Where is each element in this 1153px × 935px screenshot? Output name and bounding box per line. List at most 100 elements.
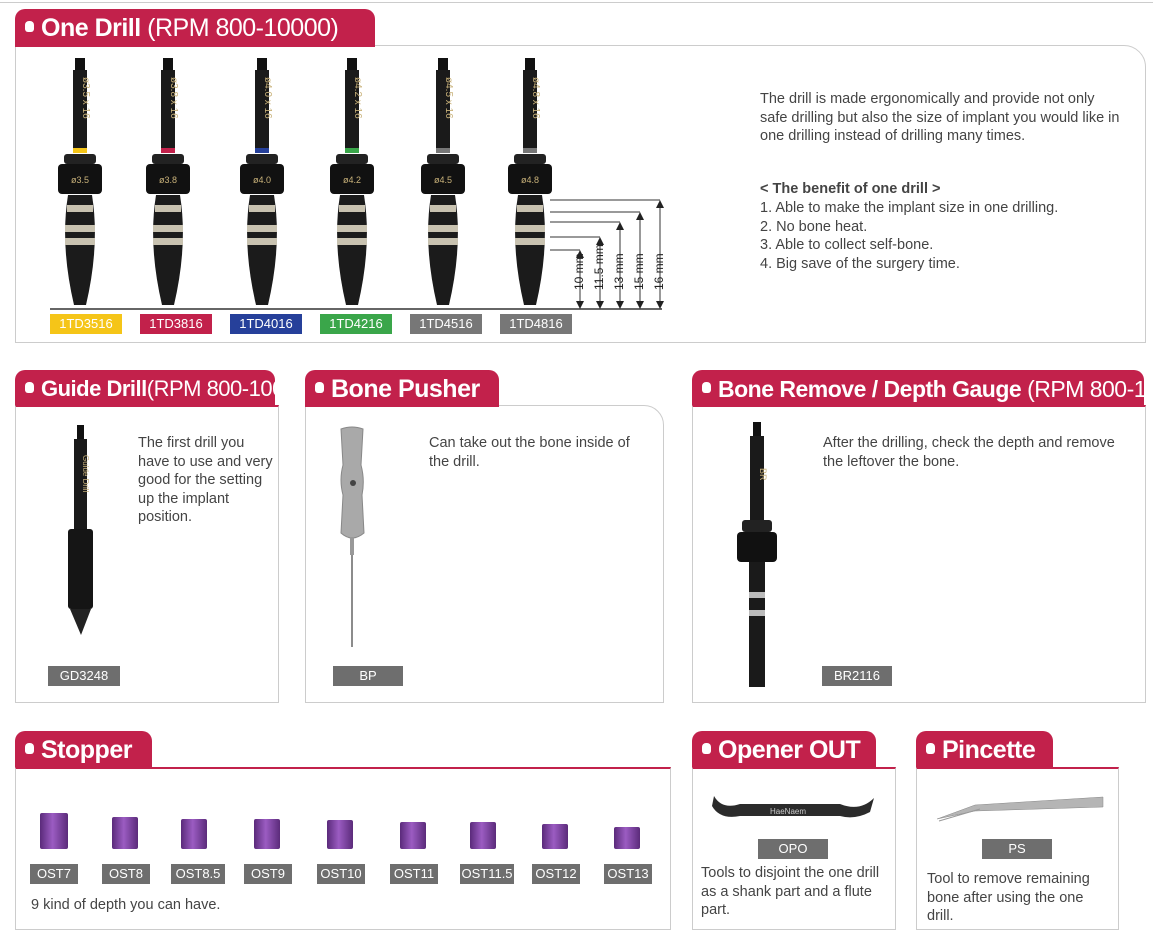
drill-image: ø4.2 x 16 ø4.2 [330,58,374,305]
guide-drill-description: The first drill you have to use and very… [138,435,273,525]
guide-drill-panel [15,405,279,703]
opener-image: HaeNaem [712,796,874,818]
section-title: Pincette [942,736,1036,764]
drill-code: 1TD4516 [410,314,482,334]
tooth-icon [25,382,34,393]
shaft-label: BR [758,468,768,481]
drill-collar-label: ø3.5 [71,175,89,185]
stopper-image [327,820,353,849]
rpm-range: (RPM 800-10000) [1027,376,1153,402]
section-title: Guide Drill [41,376,147,401]
rpm-range: (RPM 800-10000) [147,14,339,42]
top-divider [0,2,1153,3]
stopper-image [470,822,496,849]
rpm-range: (RPM 800-1000) [146,376,303,401]
drill-code: 1TD4216 [320,314,392,334]
drill-color-ring [523,148,537,153]
stopper-image [181,819,207,849]
benefit-item: 4. Big save of the surgery time. [760,255,960,272]
stopper-code: OST7 [30,864,78,884]
bone-remove-image: BR [737,422,777,687]
stopper-image [40,813,68,849]
opener-header: Opener OUT [692,731,876,767]
section-title: One Drill [41,14,141,42]
pincette-header: Pincette [916,731,1053,767]
depth-label: 10 mm [572,253,586,290]
benefit-list: 1. Able to make the implant size in one … [760,199,1130,273]
drill-code: 1TD3816 [140,314,212,334]
stopper-image [254,819,280,849]
drill-shaft-label: ø4.5 x 16 [443,77,454,119]
stopper-description: 9 kind of depth you can have. [31,897,221,913]
drill-collar-label: ø4.2 [343,175,361,185]
tooth-icon [702,743,711,754]
stopper-code: OST9 [244,864,292,884]
drill-code: 1TD3516 [50,314,122,334]
stopper-image [400,822,426,849]
drill-image: ø3.5 x 16 ø3.5 [58,58,102,305]
drill-collar-label: ø4.5 [434,175,452,185]
benefit-title: < The benefit of one drill > [760,181,941,197]
benefit-item: 1. Able to make the implant size in one … [760,200,1059,216]
guide-drill-header: Guide Drill(RPM 800-1000) [15,370,303,406]
stopper-code: OST10 [317,864,365,884]
depth-diagram [50,199,664,310]
section-title: Bone Remove / Depth Gauge [718,376,1022,402]
drill-color-ring [161,148,175,153]
pincette-image [936,796,1104,822]
depth-label: 13 mm [612,253,626,290]
bone-pusher-header: Bone Pusher [305,370,499,406]
bone-pusher-image [340,426,365,647]
opener-description: Tools to disjoint the one drill as a sha… [701,865,880,918]
bone-pusher-description: Can take out the bone inside of the dril… [429,435,630,470]
drill-collar-label: ø3.8 [159,175,177,185]
one-drill-description: The drill is made ergonomically and prov… [760,91,1120,144]
drill-image: ø4.5 x 16 ø4.5 [421,58,465,305]
drill-color-ring [436,148,450,153]
drill-color-ring [345,148,359,153]
depth-label: 11.5 mm [592,244,606,290]
product-code: BP [333,666,403,686]
drill-shaft-label: ø4.8 x 16 [530,77,541,119]
drill-image: ø4.8 x 16 ø4.8 [508,58,552,305]
drill-image: ø4.0 x 16 ø4.0 [240,58,284,305]
section-title: Stopper [41,736,132,764]
product-code: BR2116 [822,666,892,686]
one-drill-header: One Drill (RPM 800-10000) [15,9,375,45]
stopper-code: OST11.5 [460,864,514,884]
benefit-item: 3. Able to collect self-bone. [760,237,934,253]
tooth-icon [926,743,935,754]
bone-remove-header: Bone Remove / Depth Gauge (RPM 800-10000… [692,370,1153,406]
stopper-code: OST12 [532,864,580,884]
stopper-code: OST13 [604,864,652,884]
drill-color-ring [255,148,269,153]
stopper-image [614,827,640,849]
product-code: GD3248 [48,666,120,686]
drill-code: 1TD4816 [500,314,572,334]
drill-image: ø3.8 x 16 ø3.8 [146,58,190,305]
product-code: OPO [758,839,828,859]
drill-shaft-label: ø4.2 x 16 [352,77,363,119]
drill-shaft-label: ø3.5 x 16 [80,77,91,119]
bone-remove-description: After the drilling, check the depth and … [823,435,1115,470]
stopper-code: OST8 [102,864,150,884]
drill-color-ring [73,148,87,153]
drill-collar-label: ø4.0 [253,175,271,185]
bone-pusher-panel [305,405,664,703]
product-code: PS [982,839,1052,859]
guide-drill-image: Guide Drill [68,425,93,635]
drill-shaft-label: ø3.8 x 16 [168,77,179,119]
stopper-code: OST11 [390,864,438,884]
opener-logo-text: HaeNaem [770,807,806,816]
stopper-header: Stopper [15,731,152,767]
tooth-icon [315,382,324,393]
tooth-icon [702,382,711,393]
drill-code: 1TD4016 [230,314,302,334]
drill-collar-label: ø4.8 [521,175,539,185]
depth-label: 15 mm [632,253,646,290]
tooth-icon [25,743,34,754]
shaft-label: Guide Drill [81,455,90,493]
drill-shaft-label: ø4.0 x 16 [262,77,273,119]
pincette-description: Tool to remove remaining bone after usin… [927,871,1090,924]
benefit-item: 2. No bone heat. [760,218,868,235]
